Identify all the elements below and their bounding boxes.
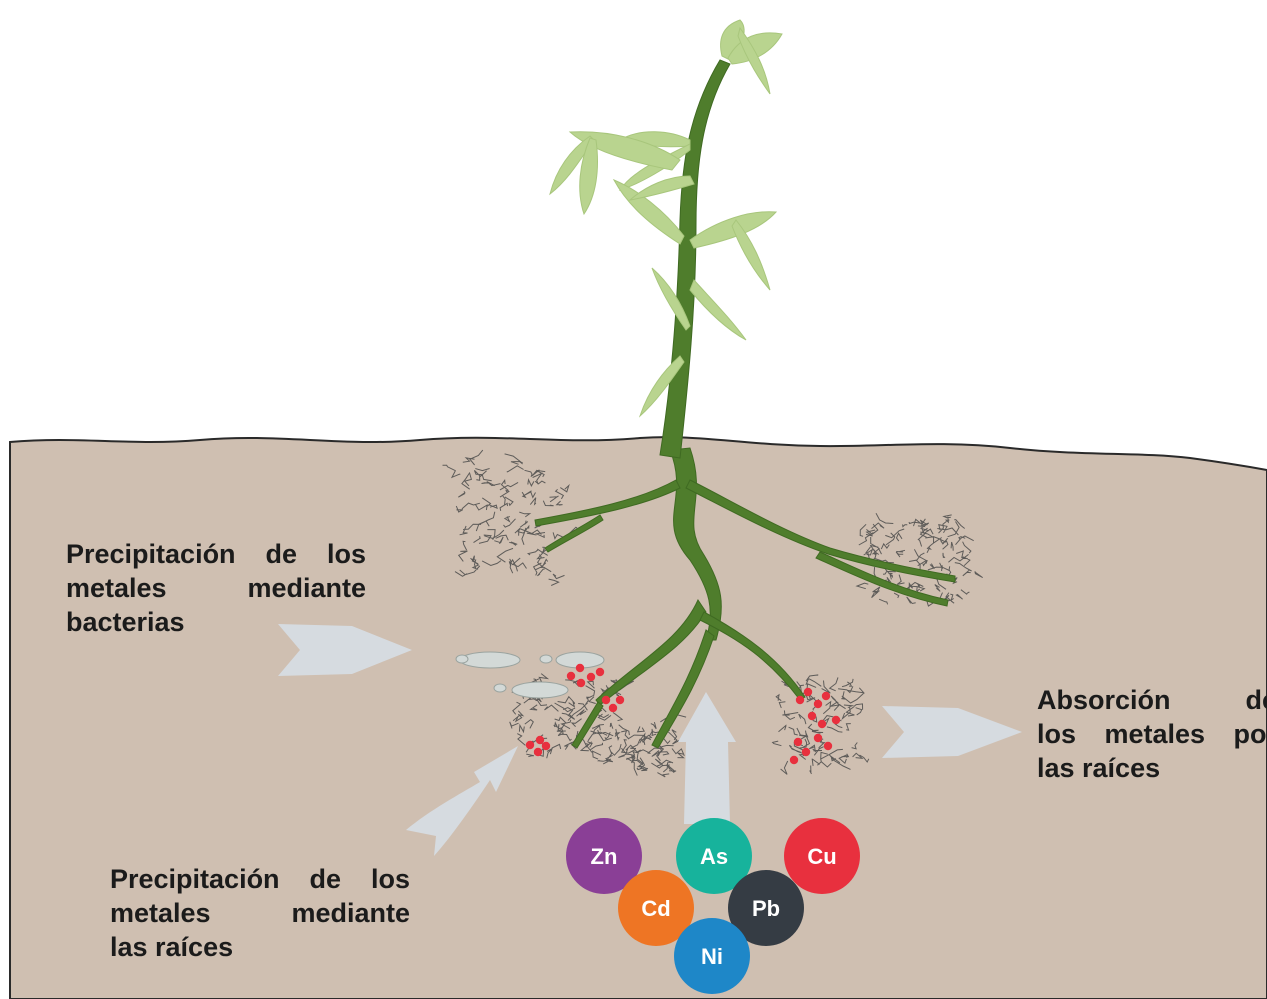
metal-dot [575,663,585,673]
bacterium [455,654,469,664]
root-system [534,447,956,749]
metal-dot [831,715,841,725]
metal-as: As [676,818,752,894]
metal-ni: Ni [674,918,750,994]
caption-line: Precipitación de los [110,864,410,894]
metal-dot [608,703,618,713]
metal-dot [803,687,813,697]
root-hair-tuft [509,673,635,765]
arrow-bacteria [278,624,412,676]
caption-root-absorption: Absorción de los metales por las raíces [1037,683,1267,785]
metal-symbol: As [700,844,728,869]
metal-symbol: Cd [641,896,670,921]
metal-symbol: Cu [807,844,836,869]
metal-dot [576,678,586,688]
metal-dot [533,747,543,757]
process-arrows [278,624,1022,856]
metal-circle [566,818,642,894]
metal-dot [823,741,833,751]
metal-dot [535,735,545,745]
metal-cd: Cd [618,870,694,946]
metal-dot [813,733,823,743]
metal-dot [817,719,827,729]
root-hair-tuft [855,512,983,607]
metal-symbol: Zn [591,844,618,869]
metal-dot [793,737,803,747]
bacterium [493,683,507,693]
caption-line: los metales por [1037,719,1267,749]
metal-particles [525,663,841,765]
metal-dot [566,671,576,681]
bacterium [539,654,553,664]
metal-circle [674,918,750,994]
caption-line: Absorción de [1037,685,1267,715]
arrow-root-precipitation [406,746,518,856]
bacterium [459,651,521,669]
metal-circle [676,818,752,894]
metal-dot [541,741,551,751]
metal-zn: Zn [566,818,642,894]
plant-leaves [549,19,783,418]
caption-line: las raíces [110,932,234,962]
metal-cu: Cu [784,818,860,894]
metal-dot [821,691,831,701]
bacteria-cluster [455,651,605,699]
metal-pb: Pb [728,870,804,946]
metal-dot [615,695,625,705]
metal-dot [525,740,535,750]
metal-symbol: Ni [701,944,723,969]
arrow-uptake [678,692,736,824]
metal-dot [789,755,799,765]
metal-circle [728,870,804,946]
metal-dot [813,699,823,709]
metal-dot [586,672,596,682]
metal-symbol: Pb [752,896,780,921]
metal-circle [618,870,694,946]
arrow-absorption [882,706,1022,758]
metal-dot [795,695,805,705]
caption-line: metales mediante [110,898,410,928]
metal-dot [595,667,605,677]
caption-bacteria-precipitation: Precipitación de los metales mediante ba… [66,537,366,639]
metal-dot [807,711,817,721]
metal-dot [601,695,611,705]
metal-circle [784,818,860,894]
metal-dot [801,747,811,757]
bacterium [511,681,569,699]
caption-line: metales mediante [66,573,366,603]
caption-line: las raíces [1037,753,1161,783]
caption-root-precipitation: Precipitación de los metales mediante la… [110,862,410,964]
caption-line: bacterias [66,607,185,637]
plant-stem [659,59,731,459]
caption-line: Precipitación de los [66,539,366,569]
